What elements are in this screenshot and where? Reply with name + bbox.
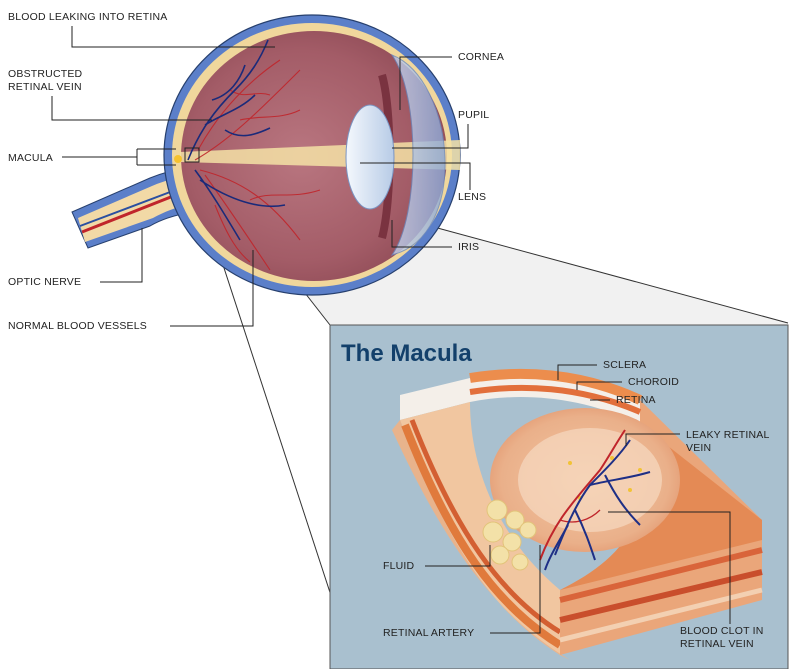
label-optic-nerve: OPTIC NERVE xyxy=(8,228,142,288)
svg-text:BLOOD CLOT IN: BLOOD CLOT IN xyxy=(680,625,764,637)
svg-text:PUPIL: PUPIL xyxy=(458,109,489,121)
svg-text:LENS: LENS xyxy=(458,191,486,203)
svg-text:NORMAL BLOOD VESSELS: NORMAL BLOOD VESSELS xyxy=(8,320,147,332)
svg-text:CHOROID: CHOROID xyxy=(628,376,679,388)
svg-text:OPTIC NERVE: OPTIC NERVE xyxy=(8,276,81,288)
svg-text:BLOOD LEAKING INTO RETINA: BLOOD LEAKING INTO RETINA xyxy=(8,11,167,23)
macula-inset: The Macula xyxy=(330,325,788,669)
svg-text:LEAKY RETINAL: LEAKY RETINAL xyxy=(686,429,770,441)
label-macula: MACULA xyxy=(8,149,176,165)
svg-text:VEIN: VEIN xyxy=(686,442,711,454)
svg-text:CORNEA: CORNEA xyxy=(458,51,504,63)
svg-text:OBSTRUCTED: OBSTRUCTED xyxy=(8,68,83,80)
svg-text:SCLERA: SCLERA xyxy=(603,359,646,371)
inset-title: The Macula xyxy=(341,340,472,367)
svg-text:IRIS: IRIS xyxy=(458,241,479,253)
svg-text:MACULA: MACULA xyxy=(8,152,53,164)
svg-text:RETINAL VEIN: RETINAL VEIN xyxy=(680,638,754,650)
svg-text:RETINA: RETINA xyxy=(616,394,656,406)
svg-text:RETINAL VEIN: RETINAL VEIN xyxy=(8,81,82,93)
svg-text:RETINAL ARTERY: RETINAL ARTERY xyxy=(383,627,474,639)
svg-text:FLUID: FLUID xyxy=(383,560,415,572)
